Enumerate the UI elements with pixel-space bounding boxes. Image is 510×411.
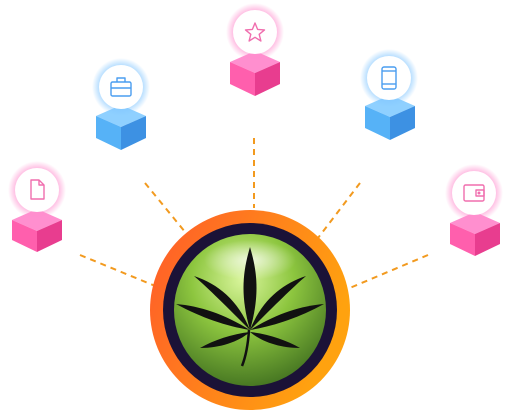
- icon-badge: [15, 168, 59, 212]
- hub: [150, 210, 350, 410]
- icon-badge: [99, 65, 143, 109]
- briefcase-icon: [110, 77, 132, 97]
- connector-document: [79, 254, 166, 291]
- node-star[interactable]: [226, 3, 284, 96]
- cannabis-leaf-icon: [176, 247, 324, 367]
- connector-briefcase: [144, 182, 191, 239]
- icon-badge: [233, 10, 277, 54]
- connector-wallet: [344, 254, 429, 291]
- icon-badge: [452, 171, 496, 215]
- connectors: [79, 138, 429, 291]
- node-wallet[interactable]: [445, 164, 503, 256]
- node-briefcase[interactable]: [92, 58, 150, 150]
- star-icon: [244, 22, 266, 42]
- document-icon: [30, 179, 45, 200]
- connector-mobile: [317, 182, 361, 239]
- icon-badge: [367, 56, 411, 100]
- node-mobile[interactable]: [360, 49, 418, 140]
- node-document[interactable]: [8, 161, 66, 252]
- wallet-icon: [463, 184, 485, 202]
- mobile-phone-icon: [381, 66, 397, 90]
